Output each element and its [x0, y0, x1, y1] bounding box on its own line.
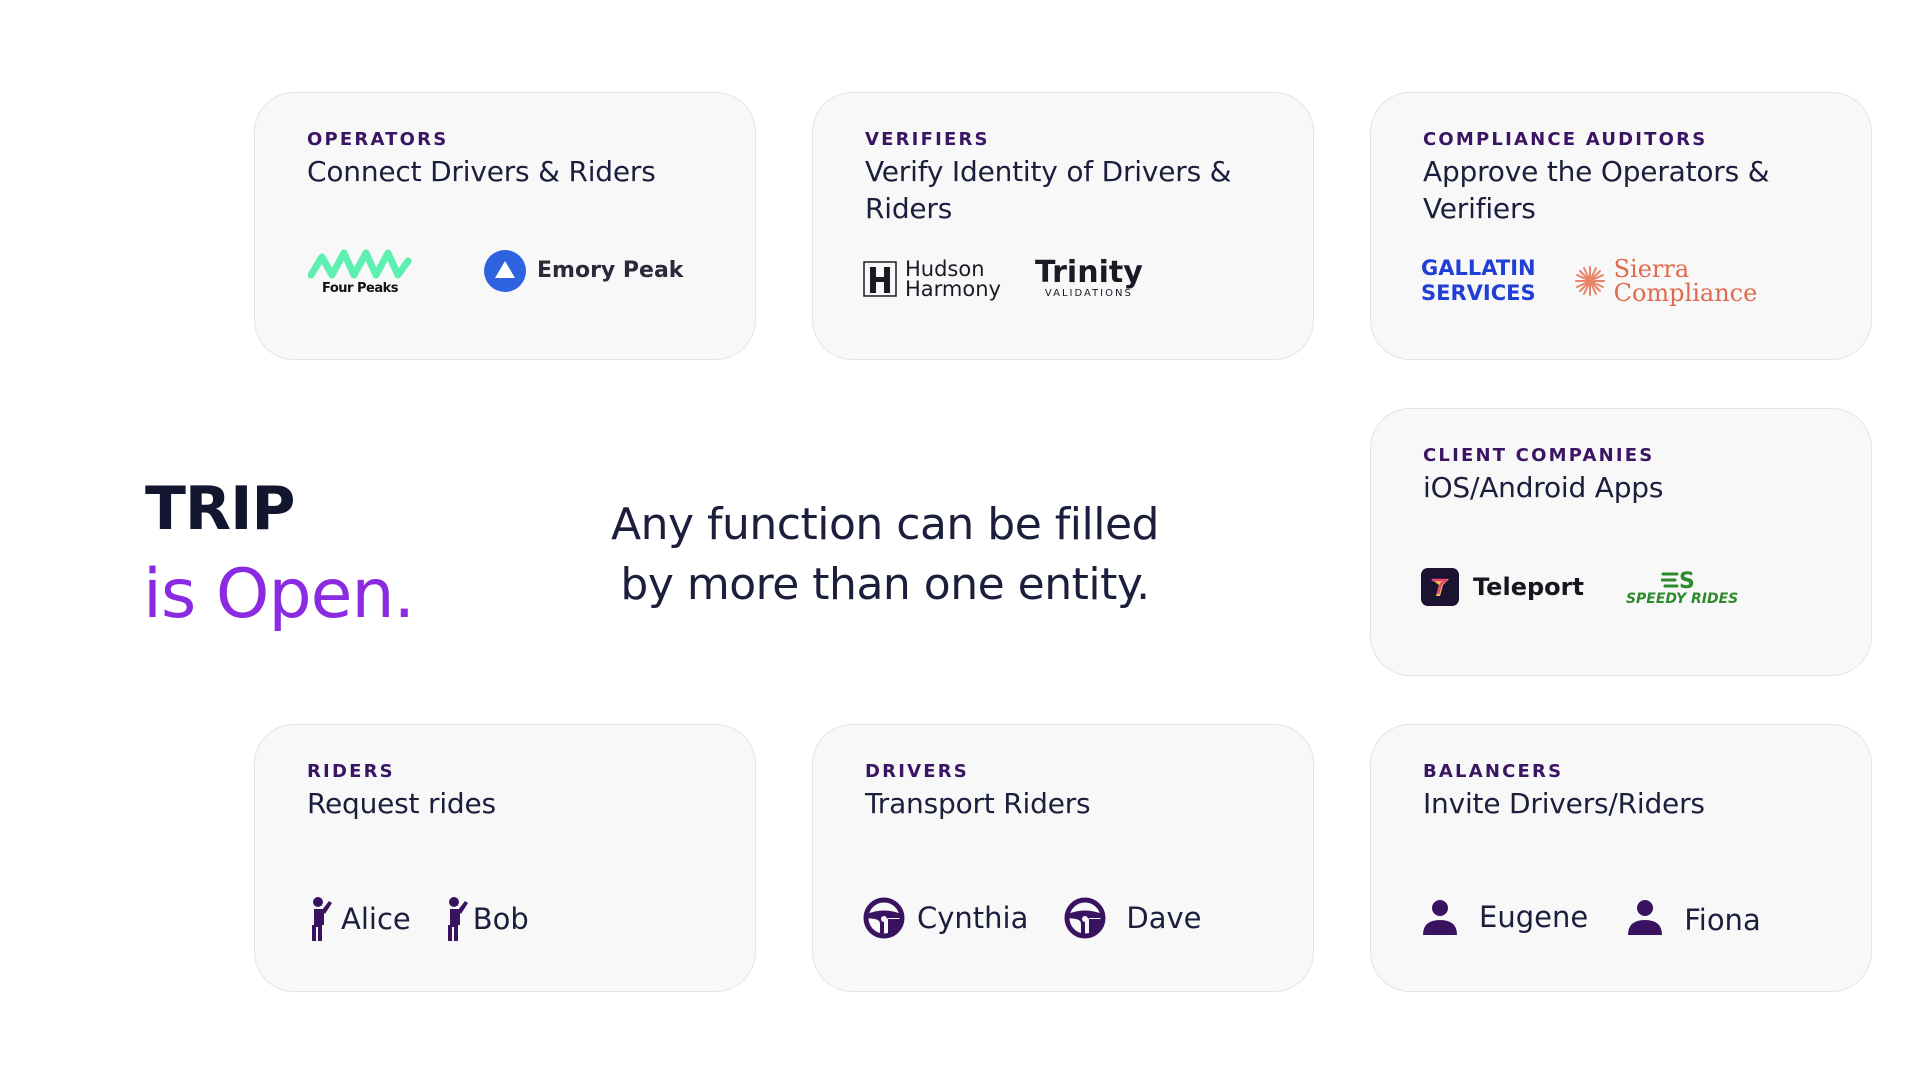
entity-list: Eugene Fiona — [1421, 897, 1831, 937]
trinity-subtitle: VALIDATIONS — [1044, 288, 1133, 299]
entity-list: Teleport S SPEEDY RIDES — [1421, 567, 1831, 607]
card-title-line-2: Riders — [865, 192, 953, 225]
gallatin-services-logo: GALLATIN SERVICES — [1421, 256, 1536, 306]
tagline-line-2: by more than one entity. — [620, 559, 1150, 610]
card-title: Transport Riders — [865, 787, 1091, 820]
sierra-line-1: Sierra — [1613, 255, 1690, 283]
emory-peak-name: Emory Peak — [537, 258, 684, 283]
card-title-line-1: Approve the Operators & — [1423, 155, 1770, 188]
driver-dave: Dave — [1064, 897, 1201, 939]
operators-card: OPERATORS Connect Drivers & Riders Four … — [254, 92, 756, 360]
emory-peak-logo: Emory Peak — [483, 249, 683, 293]
hudson-harmony-name: Hudson Harmony — [905, 256, 1001, 301]
driver-name: Dave — [1126, 901, 1202, 935]
balancer-eugene: Eugene — [1421, 898, 1588, 936]
compliance-auditors-card: COMPLIANCE AUDITORS Approve the Operator… — [1370, 92, 1872, 360]
speedy-rides-name: SPEEDY RIDES — [1625, 591, 1739, 607]
entity-list: Hudson Harmony Trinity VALIDATIONS — [863, 258, 1273, 299]
sierra-compliance-name: Sierra Compliance — [1614, 257, 1758, 305]
teleport-name: Teleport — [1473, 573, 1584, 601]
rider-name: Alice — [341, 902, 411, 936]
speedy-rides-mark-icon: S — [1661, 569, 1695, 591]
person-icon — [1628, 900, 1663, 935]
hudson-harmony-line-2: Harmony — [905, 276, 1001, 301]
card-role: CLIENT COMPANIES — [1423, 445, 1655, 466]
hudson-harmony-mark-icon — [863, 260, 897, 297]
four-peaks-name: Four Peaks — [322, 281, 398, 296]
entity-list: GALLATIN SERVICES Sierra Compliance — [1421, 256, 1831, 306]
entity-list: Four Peaks Emory Peak — [305, 245, 715, 296]
entity-list: Cynthia Dave — [863, 897, 1273, 939]
teleport-mark-icon — [1421, 568, 1459, 606]
gallatin-line-2: SERVICES — [1421, 281, 1536, 305]
card-role: BALANCERS — [1423, 761, 1564, 782]
driver-cynthia: Cynthia — [863, 897, 1028, 939]
hudson-harmony-logo: Hudson Harmony — [863, 256, 1001, 301]
card-title: Connect Drivers & Riders — [307, 155, 656, 188]
sierra-line-2: Compliance — [1613, 279, 1758, 307]
riders-card: RIDERS Request rides Alice Bob — [254, 724, 756, 992]
sierra-compliance-logo: Sierra Compliance — [1574, 257, 1758, 305]
speedy-rides-logo: S SPEEDY RIDES — [1626, 567, 1738, 607]
person-icon — [1423, 900, 1457, 935]
verifiers-card: VERIFIERS Verify Identity of Drivers & R… — [812, 92, 1314, 360]
drivers-card: DRIVERS Transport Riders Cynthia Dave — [812, 724, 1314, 992]
rider-bob: Bob — [441, 895, 529, 943]
card-title: Invite Drivers/Riders — [1423, 787, 1705, 820]
balancers-card: BALANCERS Invite Drivers/Riders Eugene F… — [1370, 724, 1872, 992]
tagline: Any function can be filled by more than … — [560, 495, 1210, 615]
hudson-harmony-line-1: Hudson — [905, 256, 985, 281]
card-role: DRIVERS — [865, 761, 969, 782]
card-role: OPERATORS — [307, 129, 449, 150]
steering-wheel-icon — [863, 897, 905, 939]
balancer-name: Fiona — [1684, 903, 1761, 937]
steering-wheel-icon — [1064, 897, 1106, 939]
card-title: iOS/Android Apps — [1423, 471, 1664, 504]
card-title-line-1: Verify Identity of Drivers & — [865, 155, 1232, 188]
teleport-logo: Teleport — [1421, 568, 1584, 606]
emory-peak-mark-icon — [484, 249, 526, 292]
balancer-fiona: Fiona — [1626, 897, 1761, 937]
person-hailing-icon — [312, 897, 332, 941]
svg-text:S: S — [1679, 569, 1695, 591]
card-role: COMPLIANCE AUDITORS — [1423, 129, 1708, 150]
card-title-line-2: Verifiers — [1423, 192, 1536, 225]
card-title: Verify Identity of Drivers & Riders — [865, 153, 1261, 227]
card-role: VERIFIERS — [865, 129, 990, 150]
entity-list: Alice Bob — [305, 895, 715, 943]
rider-name: Bob — [472, 902, 529, 936]
trinity-logo: Trinity VALIDATIONS — [1034, 255, 1143, 300]
rider-alice: Alice — [305, 895, 411, 943]
tagline-line-1: Any function can be filled — [611, 499, 1159, 550]
gallatin-line-1: GALLATIN — [1421, 256, 1536, 280]
client-companies-card: CLIENT COMPANIES iOS/Android Apps Telepo… — [1370, 408, 1872, 676]
four-peaks-logo: Four Peaks — [305, 245, 415, 296]
trip-subtitle: is Open. — [143, 555, 415, 634]
card-role: RIDERS — [307, 761, 395, 782]
card-title: Request rides — [307, 787, 496, 820]
trip-title: TRIP — [145, 474, 295, 544]
driver-name: Cynthia — [917, 901, 1029, 935]
balancer-name: Eugene — [1479, 900, 1589, 934]
sierra-compliance-mark-icon — [1574, 266, 1605, 296]
four-peaks-mark-icon — [308, 249, 412, 279]
person-hailing-icon — [447, 897, 468, 941]
trinity-name: Trinity — [1034, 255, 1143, 290]
card-title: Approve the Operators & Verifiers — [1423, 153, 1819, 227]
